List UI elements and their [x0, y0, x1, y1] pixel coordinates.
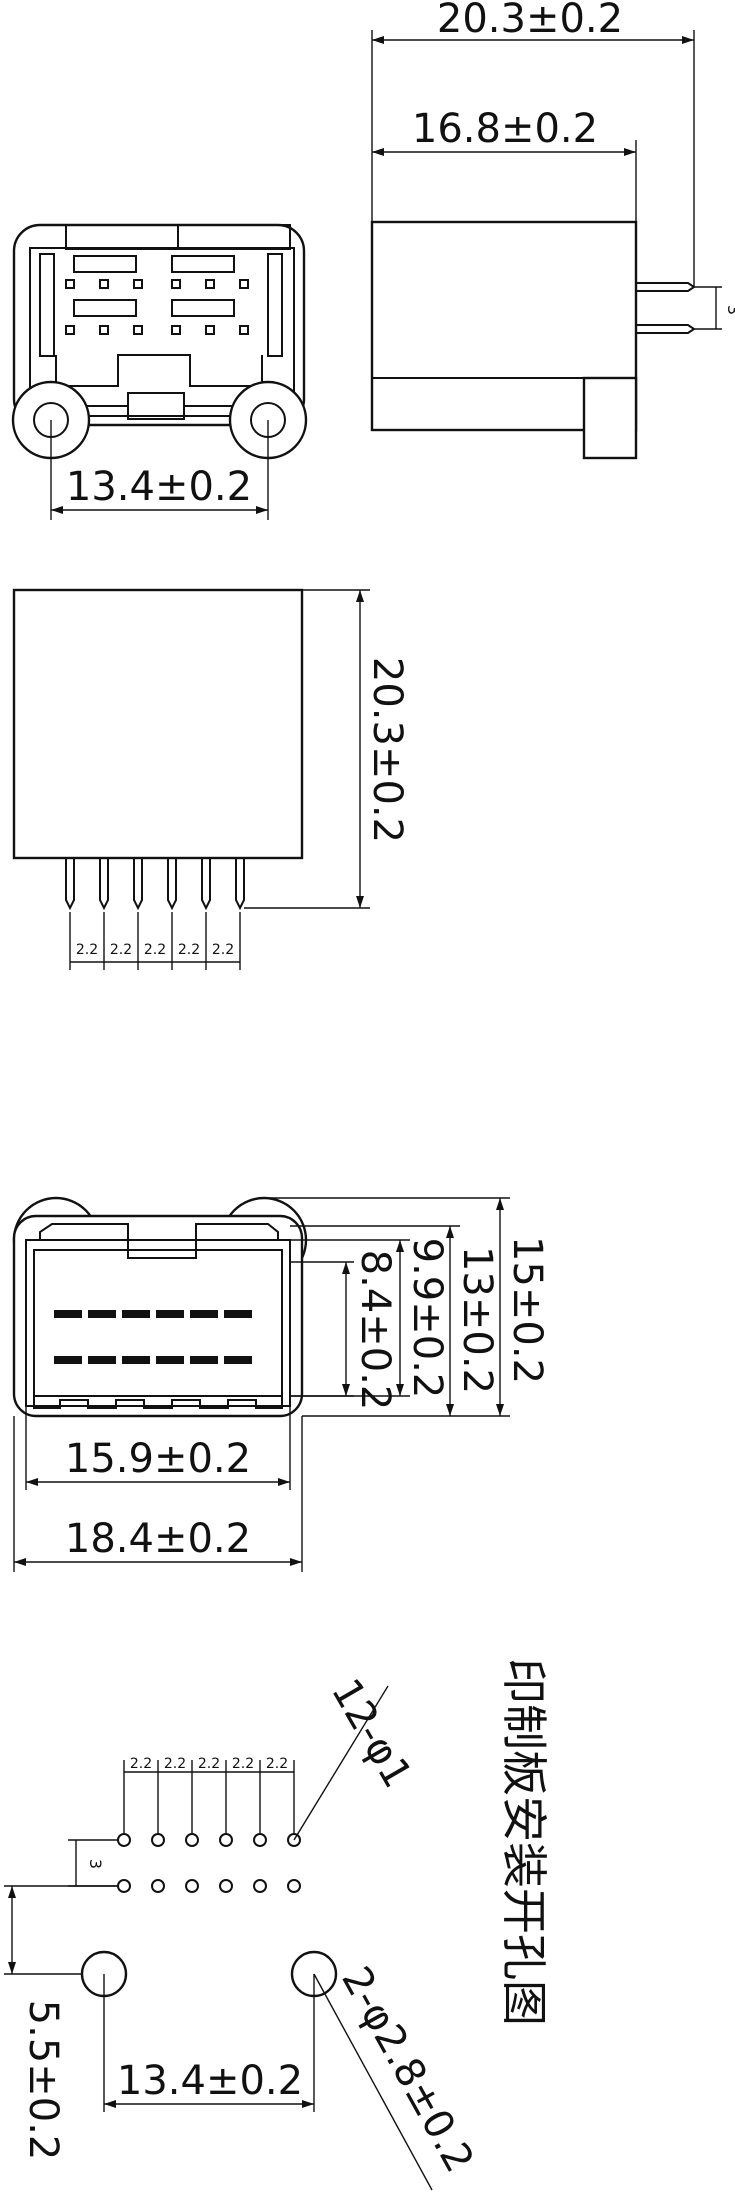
pcb-row-gap-label: 3 — [86, 1859, 105, 1869]
top-view-pins — [65, 858, 245, 911]
top-body-length-label: 20.3±0.2 — [364, 657, 410, 843]
face-view: 15±0.2 13±0.2 9.9±0.2 8.4±0.2 15.9±0.2 1… — [12, 1196, 550, 1572]
front-mount-spacing-label: 13.4±0.2 — [66, 464, 252, 510]
top-pin-pitch-3: 2.2 — [144, 942, 166, 958]
face-inner-height-label: 8.4±0.2 — [352, 1250, 398, 1411]
face-opening-height-label: 9.9±0.2 — [404, 1238, 450, 1399]
pcb-pin-pitch-2: 2.2 — [164, 1756, 186, 1772]
face-body-height-label: 13±0.2 — [454, 1246, 500, 1394]
top-pin-pitch-1: 2.2 — [76, 942, 98, 958]
top-pin-pitch-2: 2.2 — [110, 942, 132, 958]
face-view-contacts-upper — [54, 1310, 252, 1318]
top-pin-pitch-5: 2.2 — [212, 942, 234, 958]
face-opening-width-label: 15.9±0.2 — [65, 1436, 251, 1482]
pcb-pin-pitch-5: 2.2 — [266, 1756, 288, 1772]
pcb-pin-pitch-3: 2.2 — [198, 1756, 220, 1772]
pcb-layout-title: 印制板安装开孔图 — [497, 1658, 551, 2026]
front-view: 13.4±0.2 — [11, 223, 308, 520]
top-view: 2.2 2.2 2.2 2.2 2.2 20.3±0.2 — [12, 588, 410, 970]
side-view: 3 20.3±0.2 16.8±0.2 — [370, 0, 735, 460]
front-view-contacts — [65, 279, 249, 335]
pcb-pin-pitch-1: 2.2 — [130, 1756, 152, 1772]
side-total-length-label: 20.3±0.2 — [437, 0, 623, 42]
pcb-mount-offset-label: 5.5±0.2 — [20, 2000, 66, 2161]
top-pin-pitch-4: 2.2 — [178, 942, 200, 958]
pcb-mount-spacing-label: 13.4±0.2 — [117, 2058, 303, 2104]
pcb-mount-holes-label: 2-φ2.8±0.2 — [332, 1959, 482, 2180]
pcb-layout: 2.2 2.2 2.2 2.2 2.2 3 12-φ1 13.4±0.2 5.5… — [4, 1658, 551, 2191]
top-view-body — [12, 588, 304, 860]
side-pin-row-gap-label: 3 — [724, 305, 735, 315]
pcb-pin-pitch-4: 2.2 — [232, 1756, 254, 1772]
pcb-pin-holes — [117, 1833, 301, 1893]
side-body-length-label: 16.8±0.2 — [412, 106, 598, 152]
face-total-height-label: 15±0.2 — [504, 1236, 550, 1384]
face-view-contacts-lower — [54, 1356, 252, 1364]
pcb-pin-holes-label: 12-φ1 — [322, 1671, 420, 1795]
face-total-width-label: 18.4±0.2 — [65, 1516, 251, 1562]
